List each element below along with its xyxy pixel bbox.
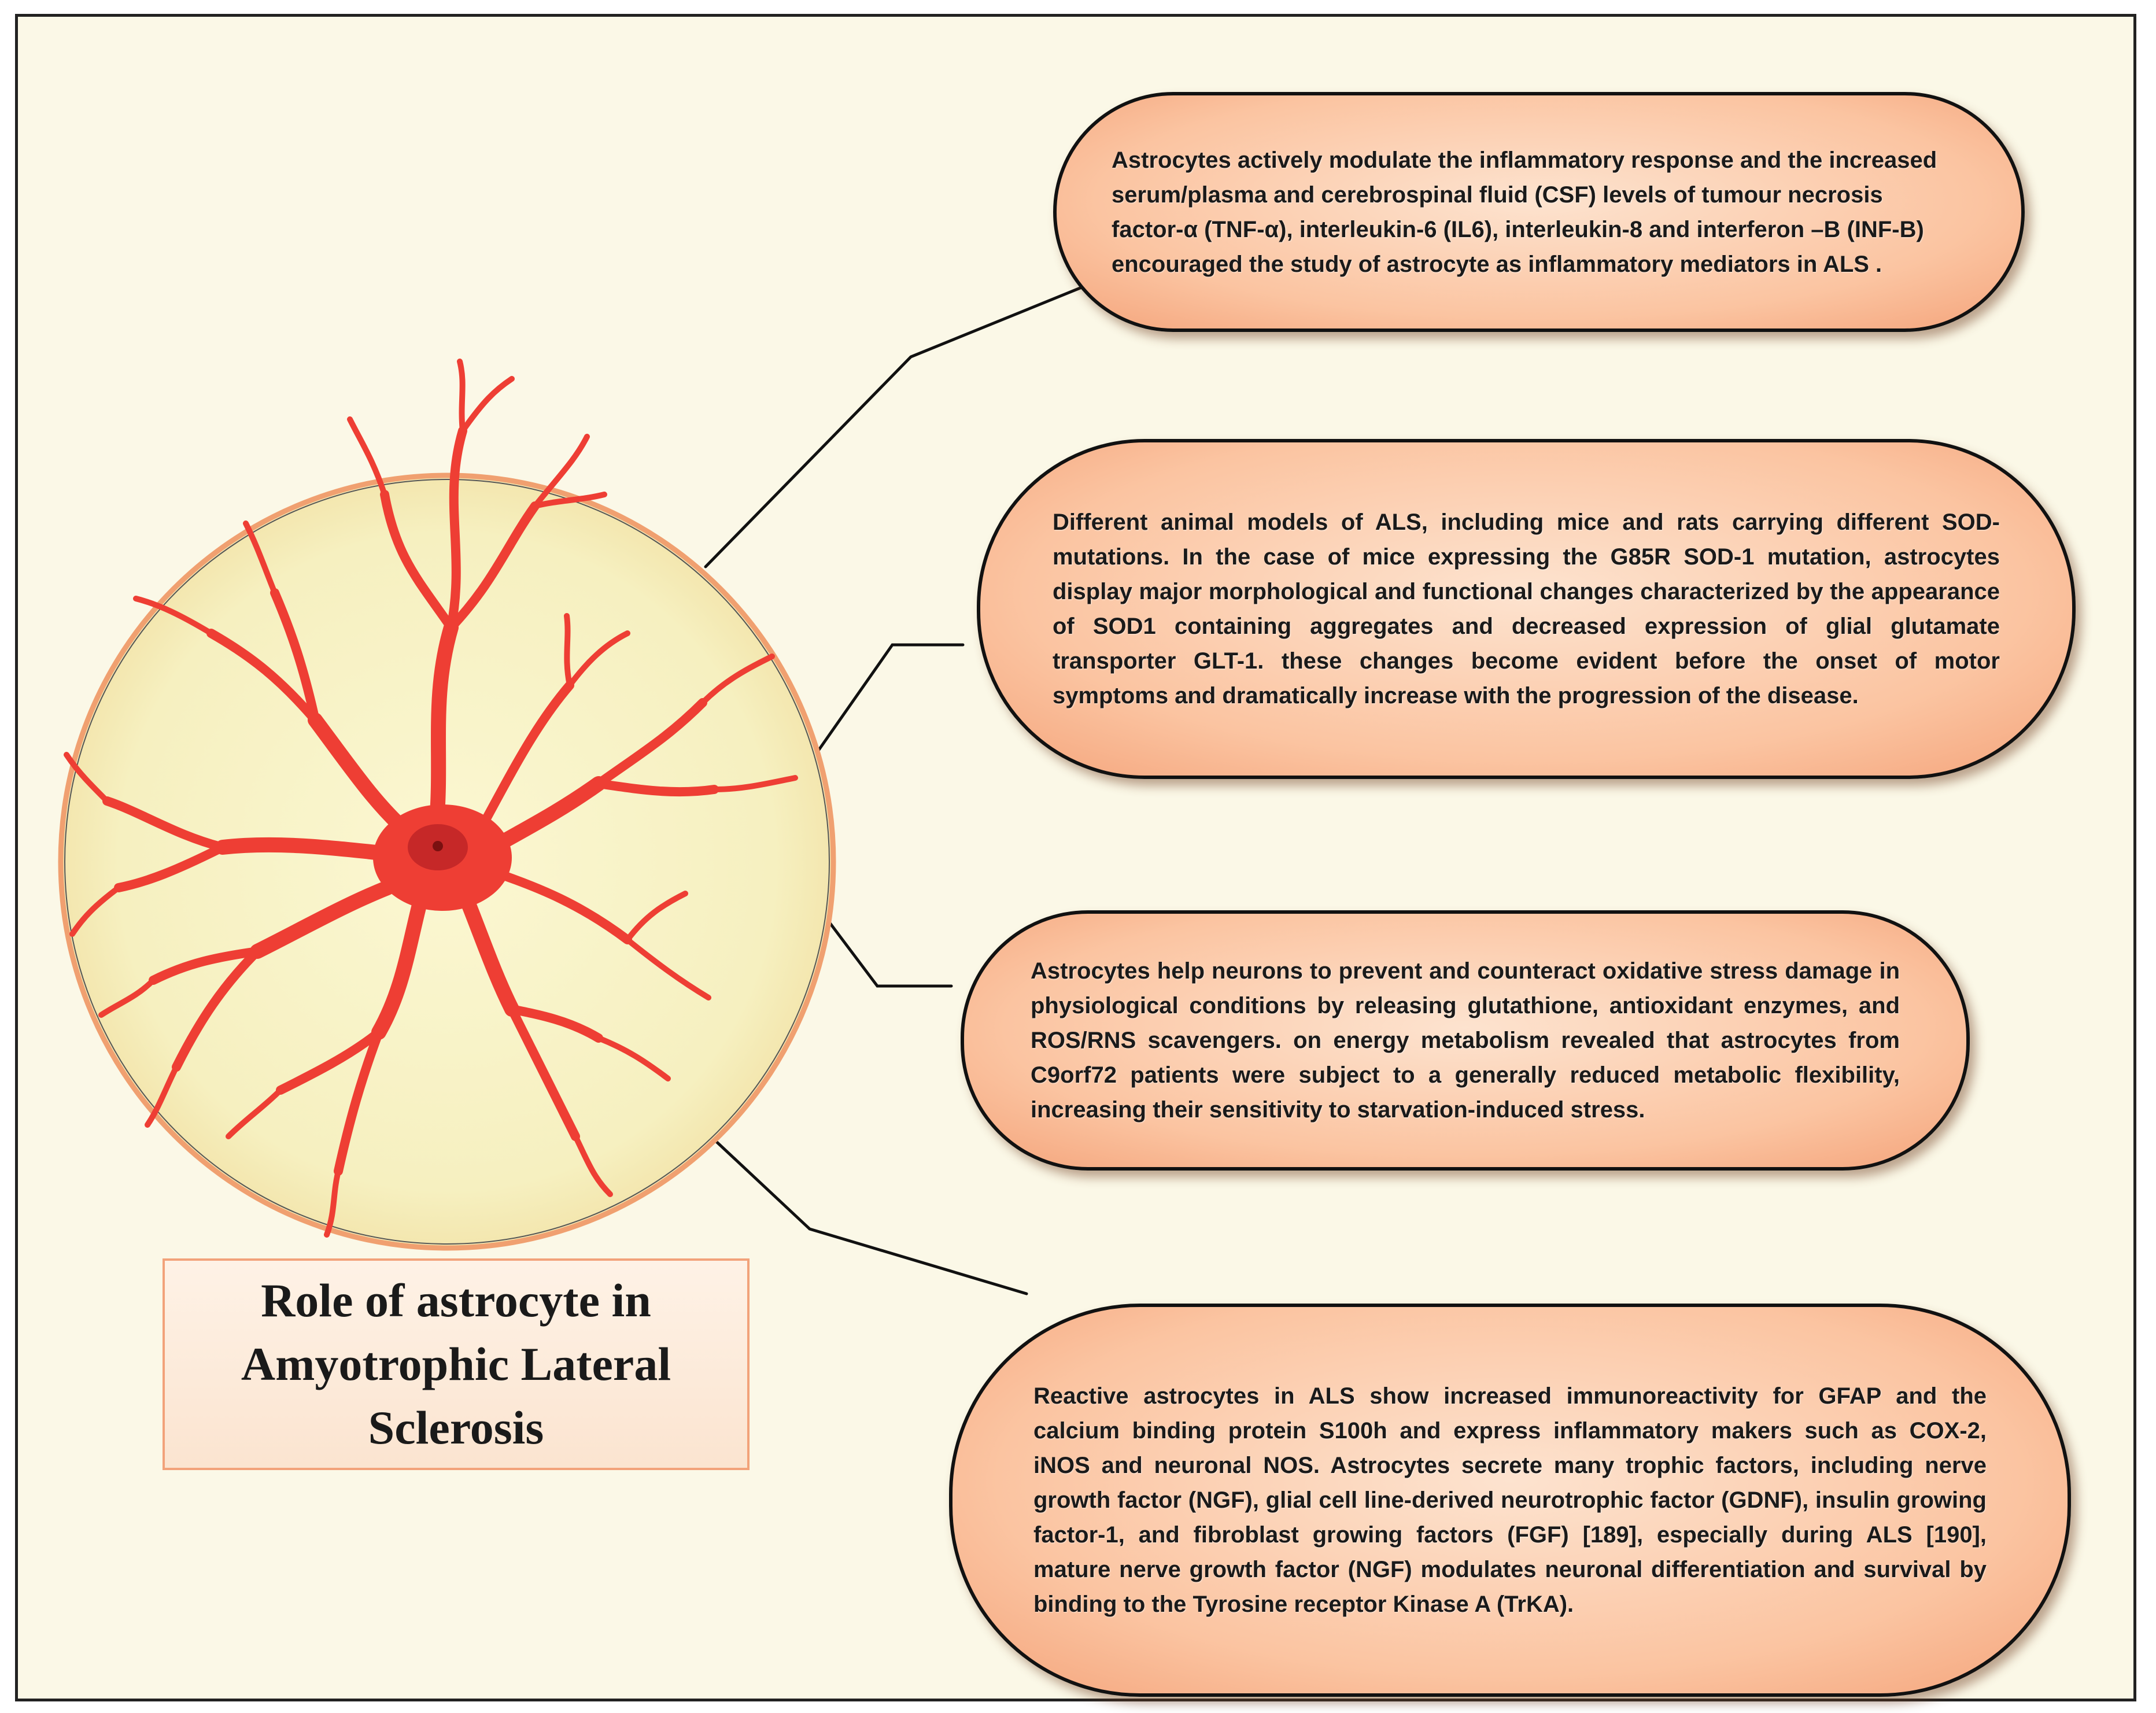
connector-line-4	[700, 1126, 1028, 1295]
oxidative-stress-text: Astrocytes help neurons to prevent and c…	[1031, 958, 1900, 1123]
connector-line-1	[704, 285, 1086, 568]
connector-line-3	[821, 912, 953, 988]
animal-models-box: Different animal models of ALS, includin…	[977, 439, 2076, 779]
inflammatory-response-box: Astrocytes actively modulate the inflamm…	[1053, 92, 2025, 332]
reactive-astrocytes-text: Reactive astrocytes in ALS show increase…	[1033, 1383, 1987, 1617]
diagram-canvas	[58, 285, 1086, 1295]
oxidative-stress-box: Astrocytes help neurons to prevent and c…	[961, 910, 1970, 1171]
inflammatory-response-text: Astrocytes actively modulate the inflamm…	[1112, 147, 1937, 277]
connector-line-2	[814, 643, 965, 756]
astrocyte-icon	[64, 359, 798, 1238]
diagram-frame: Role of astrocyte in Amyotrophic Lateral…	[15, 14, 2136, 1701]
reactive-astrocytes-box: Reactive astrocytes in ALS show increase…	[949, 1304, 2071, 1697]
animal-models-text: Different animal models of ALS, includin…	[1053, 510, 2000, 708]
diagram-title: Role of astrocyte in Amyotrophic Lateral…	[241, 1274, 671, 1454]
title-box: Role of astrocyte in Amyotrophic Lateral…	[163, 1258, 750, 1470]
